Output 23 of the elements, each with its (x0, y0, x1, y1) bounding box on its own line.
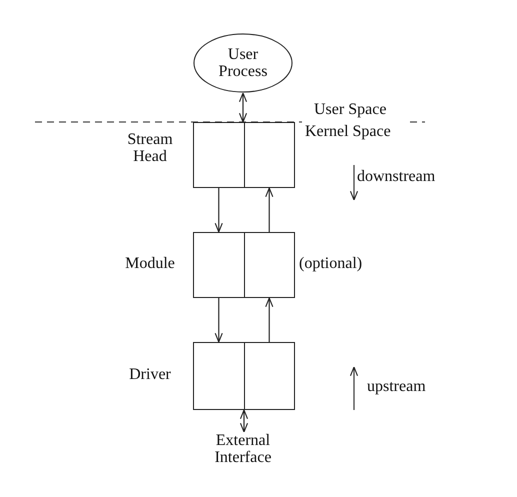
arrow (265, 187, 274, 232)
module-label: Module (124, 255, 176, 272)
annotation-label: Kernel Space (305, 123, 391, 140)
module-label: Driver (128, 366, 172, 383)
queue-half-box (244, 122, 295, 188)
arrow (214, 188, 223, 233)
node-label: User Process (218, 46, 268, 80)
arrow (240, 409, 248, 433)
queue-half-box (244, 342, 295, 410)
arrow (214, 298, 223, 343)
side-note: (optional) (299, 255, 362, 272)
arrow (238, 92, 248, 123)
queue-half-box (193, 232, 244, 298)
annotation-label: upstream (367, 378, 426, 395)
interface-label: External Interface (203, 432, 283, 468)
annotation-label: User Space (314, 101, 386, 118)
queue-half-box (244, 232, 295, 298)
process-ellipse (193, 33, 293, 93)
module-label: Stream Head (126, 131, 174, 165)
arrow (265, 297, 274, 342)
queue-half-box (193, 122, 244, 188)
queue-half-box (193, 342, 244, 410)
annotation-label: downstream (357, 168, 436, 185)
